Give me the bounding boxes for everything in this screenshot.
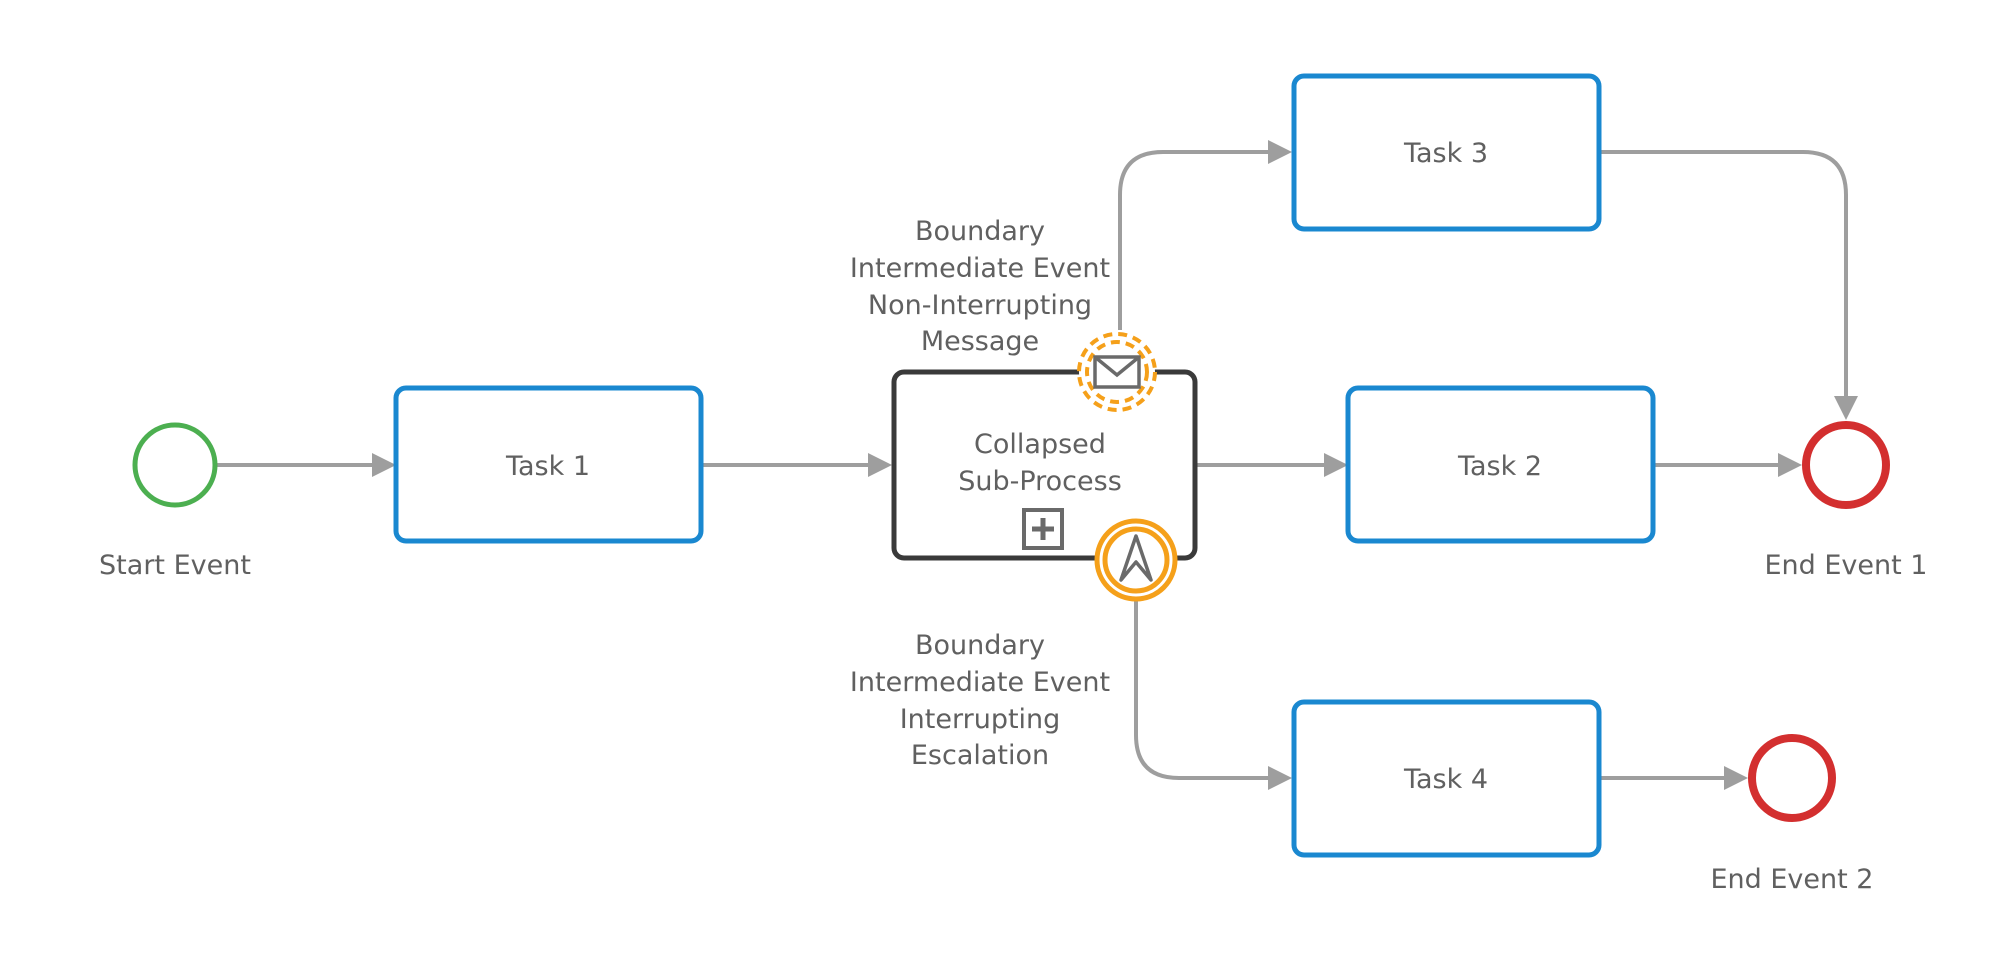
escalation-label-line3: Interrupting	[900, 704, 1061, 735]
envelope-icon	[1093, 355, 1141, 389]
message-label-line1: Boundary	[915, 216, 1045, 247]
start-event[interactable]	[132, 422, 218, 508]
flow-message-to-task3[interactable]	[1118, 140, 1292, 330]
plus-box-icon[interactable]	[1022, 508, 1064, 550]
escalation-label-line1: Boundary	[915, 630, 1045, 661]
subprocess-label-line2: Sub-Process	[958, 466, 1122, 497]
task-1-label: Task 1	[505, 451, 590, 482]
boundary-message-label: Boundary Intermediate Event Non-Interrup…	[850, 216, 1110, 357]
task-3-label: Task 3	[1403, 138, 1488, 169]
end-event-1-label: End Event 1	[1764, 550, 1927, 581]
end-event-2-label: End Event 2	[1710, 864, 1873, 895]
task-2[interactable]: Task 2	[1345, 385, 1656, 544]
start-event-label: Start Event	[99, 550, 251, 581]
end-event-1[interactable]	[1802, 421, 1890, 509]
escalation-arrow-icon	[1119, 534, 1153, 582]
boundary-escalation-event[interactable]	[1094, 518, 1178, 602]
message-label-line4: Message	[921, 326, 1039, 357]
message-label-line3: Non-Interrupting	[868, 290, 1092, 321]
subprocess-label-line1: Collapsed	[974, 429, 1106, 460]
task-2-label: Task 2	[1457, 451, 1542, 482]
task-3[interactable]: Task 3	[1291, 73, 1602, 232]
flow-escalation-to-task4[interactable]	[1134, 600, 1292, 790]
task-4-label: Task 4	[1403, 764, 1488, 795]
flow-task3-to-end1[interactable]	[1601, 150, 1858, 420]
task-4[interactable]: Task 4	[1291, 699, 1602, 858]
collapsed-subprocess[interactable]: Collapsed Sub-Process	[891, 369, 1198, 561]
task-1[interactable]: Task 1	[393, 385, 704, 544]
message-label-line2: Intermediate Event	[850, 253, 1110, 284]
boundary-escalation-label: Boundary Intermediate Event Interrupting…	[850, 630, 1110, 771]
end-event-2[interactable]	[1748, 734, 1836, 822]
boundary-message-event[interactable]	[1077, 332, 1157, 412]
escalation-label-line2: Intermediate Event	[850, 667, 1110, 698]
escalation-label-line4: Escalation	[911, 740, 1049, 771]
